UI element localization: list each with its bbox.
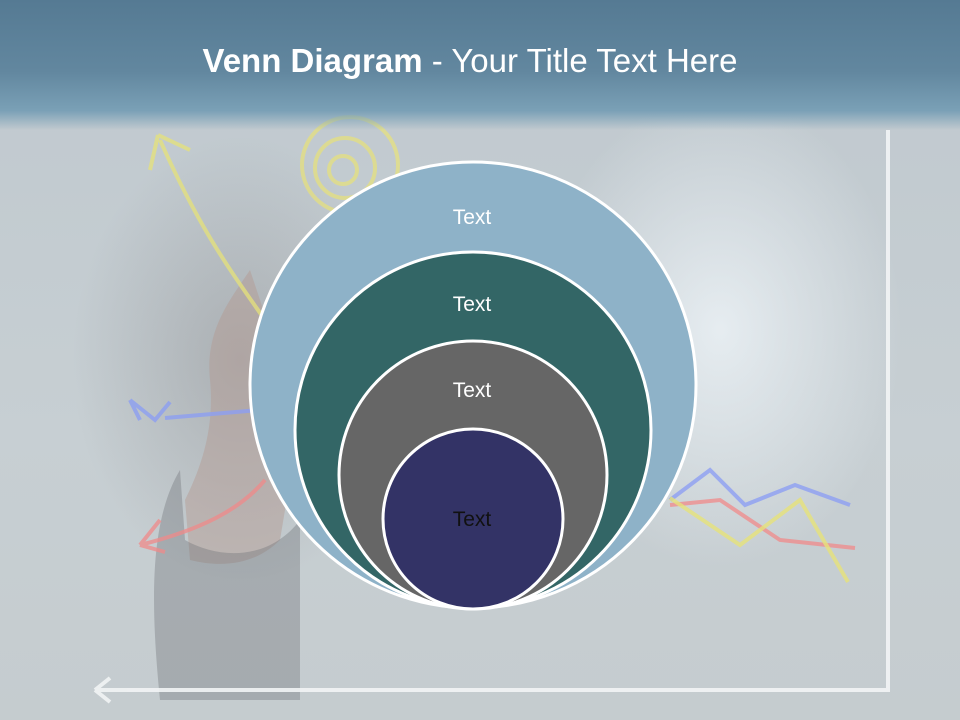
title-bold: Venn Diagram: [202, 42, 423, 79]
yellow-line: [668, 496, 850, 584]
title-rest: - Your Title Text Here: [422, 42, 738, 79]
venn-label-outer: Text: [453, 206, 492, 229]
red-arrow: [138, 478, 267, 554]
sleeve-silhouette: [154, 470, 300, 700]
venn-circle-inner: [381, 427, 565, 611]
venn-label-third: Text: [453, 379, 492, 402]
blue-line: [668, 467, 851, 508]
venn-label-second: Text: [453, 293, 492, 316]
venn-label-inner: Text: [453, 508, 492, 531]
yellow-arrow: [148, 133, 267, 322]
white-axes: [93, 130, 890, 704]
red-line: [669, 497, 856, 550]
title-bar: [0, 0, 960, 130]
slide-title: Venn Diagram - Your Title Text Here: [0, 42, 940, 80]
blue-arrow: [128, 398, 261, 423]
